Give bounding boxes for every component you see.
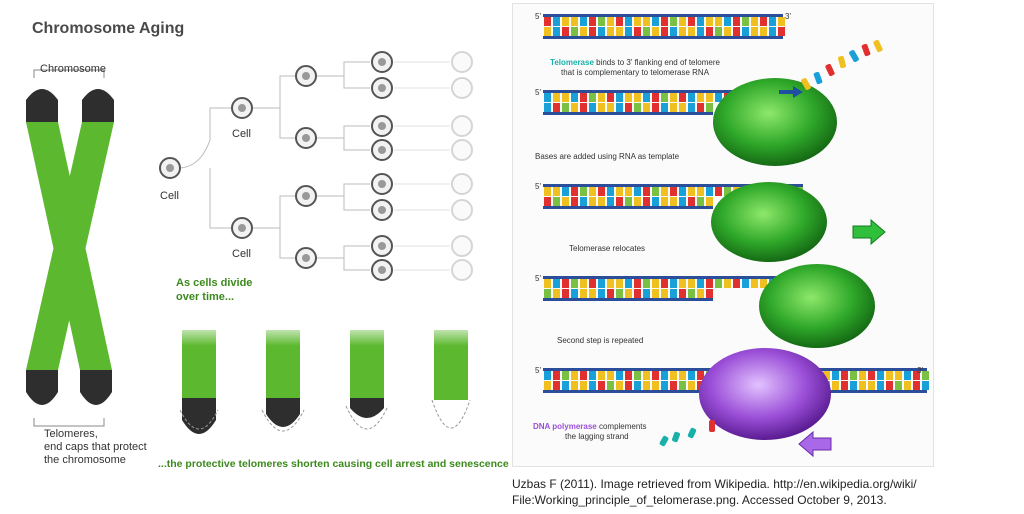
telomere-cap-bottom-right xyxy=(80,370,112,405)
citation-line-1: Uzbas F (2011). Image retrieved from Wik… xyxy=(512,477,917,491)
telomerase-enzyme-2 xyxy=(711,182,827,262)
five-prime-mark-1: 5' xyxy=(535,12,541,21)
telomere-shortening-sequence xyxy=(170,320,480,434)
five-prime-mark-4: 5' xyxy=(535,274,541,283)
dna-strand-4 xyxy=(543,276,843,301)
chromosome-shape xyxy=(26,89,114,405)
step-2-caption: Bases are added using RNA as template xyxy=(535,152,680,161)
step-1-caption: Telomerase binds to 3' flanking end of t… xyxy=(550,58,720,77)
five-prime-mark-3: 5' xyxy=(535,182,541,191)
five-prime-mark-5: 5' xyxy=(535,366,541,375)
step-5-caption: DNA polymerase complements the lagging s… xyxy=(533,422,647,441)
cell-label-upper: Cell xyxy=(232,128,251,140)
three-prime-mark-1: 3' xyxy=(785,12,791,21)
dna-polymerase-enzyme xyxy=(699,348,831,440)
chromosome-aging-diagram xyxy=(26,51,480,434)
cell-gen-3 xyxy=(371,51,393,281)
cell-label-lower: Cell xyxy=(232,248,251,260)
chromosome-label: Chromosome xyxy=(40,63,107,75)
telomere-cap-bottom-left xyxy=(26,370,58,405)
lagging-arrow-icon xyxy=(798,430,832,458)
dna-strand-1 xyxy=(543,14,785,39)
binding-arrow-icon xyxy=(779,86,803,98)
cell-gen-0 xyxy=(159,157,181,179)
cell-label-root: Cell xyxy=(160,190,179,202)
telomerase-enzyme-3 xyxy=(759,264,875,348)
telomerase-diagram-panel: Telomerase binds to 3' flanking end of t… xyxy=(512,3,934,467)
telomere-cap-top-left xyxy=(26,89,58,122)
free-nucleotides xyxy=(801,39,883,90)
page-title: Chromosome Aging xyxy=(32,20,185,37)
chromosome-bracket xyxy=(33,69,105,78)
citation-line-2: File:Working_principle_of_telomerase.png… xyxy=(512,493,887,507)
step-3-caption: Telomerase relocates xyxy=(569,244,646,253)
telomerase-enzyme-1 xyxy=(713,78,837,166)
shortening-caption: ...the protective telomeres shorten caus… xyxy=(158,458,509,470)
telomere-cap-top-right xyxy=(82,89,114,122)
lagging-nucleotides xyxy=(659,420,715,447)
telomerase-steps-svg xyxy=(543,14,929,458)
three-prime-mark-5: 3' xyxy=(917,366,923,375)
division-caption: As cells divide over time... xyxy=(176,277,253,303)
telomeres-caption: Telomeres, end caps that protect the chr… xyxy=(44,428,147,466)
dna-strand-3 xyxy=(543,184,803,209)
cell-gen-2 xyxy=(295,65,317,269)
relocate-arrow-icon xyxy=(852,218,886,246)
division-tree-lines xyxy=(177,61,370,271)
telomere-bracket xyxy=(33,418,105,427)
cell-gen-4-faded xyxy=(451,51,473,281)
cell-gen-1 xyxy=(231,97,253,239)
five-prime-mark-2: 5' xyxy=(535,88,541,97)
citation: Uzbas F (2011). Image retrieved from Wik… xyxy=(512,476,1017,508)
step-4-caption: Second step is repeated xyxy=(557,336,644,345)
